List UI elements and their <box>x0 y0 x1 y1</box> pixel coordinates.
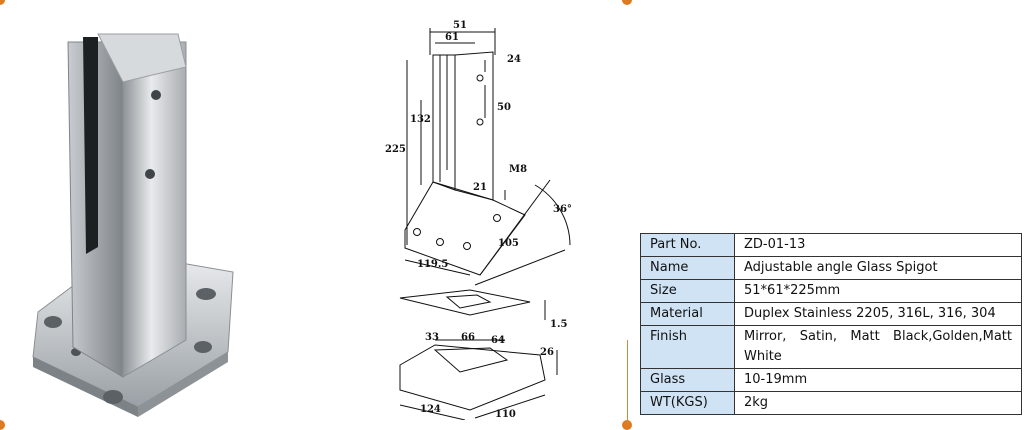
spec-value-material: Duplex Stainless 2205, 316L, 316, 304 <box>734 302 1022 326</box>
table-row: Name Adjustable angle Glass Spigot <box>640 256 1022 280</box>
spec-value-finish: Mirror, Satin, Matt Black,Golden,Matt Wh… <box>734 325 1022 369</box>
dim-119-5: 119.5 <box>417 259 448 270</box>
spec-value-glass: 10-19mm <box>734 368 1022 392</box>
table-row: Material Duplex Stainless 2205, 316L, 31… <box>640 302 1022 326</box>
dim-64: 64 <box>491 335 505 346</box>
corner-dot <box>0 0 5 5</box>
dim-61: 61 <box>445 32 459 43</box>
dim-m8: M8 <box>509 164 527 175</box>
dim-1-5: 1.5 <box>550 319 567 330</box>
dim-105: 105 <box>498 238 519 249</box>
dim-21: 21 <box>473 182 487 193</box>
table-row: WT(KGS) 2kg <box>640 391 1022 415</box>
spec-key-size: Size <box>640 279 735 303</box>
table-row: Size 51*61*225mm <box>640 279 1022 303</box>
technical-drawing: 51 61 24 50 132 225 M8 21 36° 105 119.5 … <box>385 20 572 420</box>
dim-124: 124 <box>420 404 441 415</box>
spec-key-finish: Finish <box>640 325 735 369</box>
spec-value-name: Adjustable angle Glass Spigot <box>734 256 1022 280</box>
spec-key-name: Name <box>640 256 735 280</box>
table-row: Finish Mirror, Satin, Matt Black,Golden,… <box>640 325 1022 369</box>
dim-50: 50 <box>497 102 511 113</box>
spec-value-weight: 2kg <box>734 391 1022 415</box>
dim-132: 132 <box>410 114 431 125</box>
spec-key-weight: WT(KGS) <box>640 391 735 415</box>
dim-110: 110 <box>495 409 516 420</box>
dim-33: 33 <box>425 332 439 343</box>
spec-value-part-no: ZD-01-13 <box>734 233 1022 257</box>
dim-225: 225 <box>385 144 406 155</box>
product-photo <box>32 33 234 417</box>
spec-table: Part No. ZD-01-13 Name Adjustable angle … <box>640 233 1022 415</box>
dim-51: 51 <box>453 20 467 31</box>
divider-line <box>627 340 628 425</box>
table-row: Glass 10-19mm <box>640 368 1022 392</box>
dim-26: 26 <box>540 347 554 358</box>
dim-66: 66 <box>461 332 475 343</box>
spec-key-material: Material <box>640 302 735 326</box>
spec-value-size: 51*61*225mm <box>734 279 1022 303</box>
spec-key-part-no: Part No. <box>640 233 735 257</box>
corner-dot <box>622 0 632 5</box>
spec-key-glass: Glass <box>640 368 735 392</box>
table-row: Part No. ZD-01-13 <box>640 233 1022 257</box>
dim-24: 24 <box>507 54 521 65</box>
dim-36-angle: 36° <box>553 204 572 215</box>
corner-dot <box>0 420 5 430</box>
